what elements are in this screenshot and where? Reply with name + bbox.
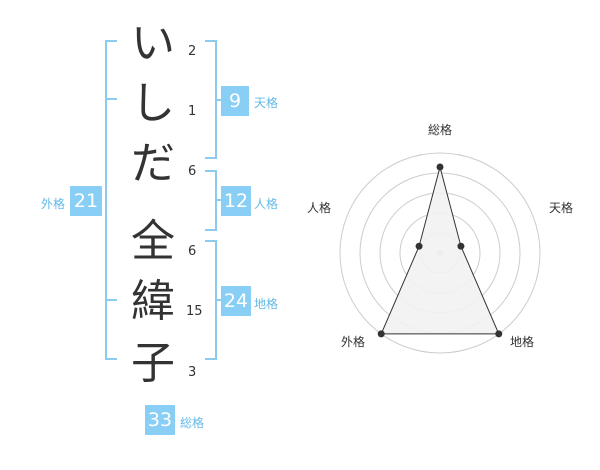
soukaku-label: 総格 <box>180 416 205 430</box>
stroke-count-2: 1 <box>188 104 197 119</box>
gaikaku-label: 外格 <box>41 197 66 211</box>
chikaku-label: 地格 <box>254 297 279 311</box>
tenkaku-label: 天格 <box>254 96 279 110</box>
jinkaku-badge: 12 <box>221 186 251 216</box>
radar-label-gaikaku: 外格 <box>341 334 365 349</box>
radar-point-gaikaku <box>377 330 385 338</box>
jinkaku-label: 人格 <box>254 197 279 211</box>
stroke-count-6: 3 <box>188 365 197 380</box>
radar-polygon <box>380 165 500 335</box>
name-char-1: い <box>131 18 175 69</box>
radar-label-jinkaku: 人格 <box>307 200 331 215</box>
radar-point-soukaku <box>436 163 444 171</box>
radar-point-jinkaku <box>415 242 423 250</box>
radar-label-tenkaku: 天格 <box>549 200 573 215</box>
name-char-5: 緯 <box>131 276 175 327</box>
tenkaku-badge: 9 <box>221 86 249 116</box>
chikaku-badge: 24 <box>221 286 251 316</box>
soukaku-badge: 33 <box>145 405 175 435</box>
radar-grid-ring <box>339 152 541 354</box>
name-char-6: 子 <box>131 338 175 389</box>
radar-point-chikaku <box>495 330 503 338</box>
stroke-count-3: 6 <box>188 164 197 179</box>
radar-points <box>377 163 503 338</box>
name-char-4: 全 <box>131 216 175 267</box>
stroke-count-4: 6 <box>188 244 197 259</box>
radar-label-chikaku: 地格 <box>510 334 534 349</box>
gaikaku-badge: 21 <box>70 186 102 216</box>
stroke-count-1: 2 <box>188 44 197 59</box>
name-char-2: し <box>131 78 175 129</box>
name-char-3: だ <box>131 138 175 189</box>
stroke-count-5: 15 <box>186 304 203 319</box>
radar-label-soukaku: 総格 <box>428 122 452 137</box>
radar-point-tenkaku <box>457 242 465 250</box>
